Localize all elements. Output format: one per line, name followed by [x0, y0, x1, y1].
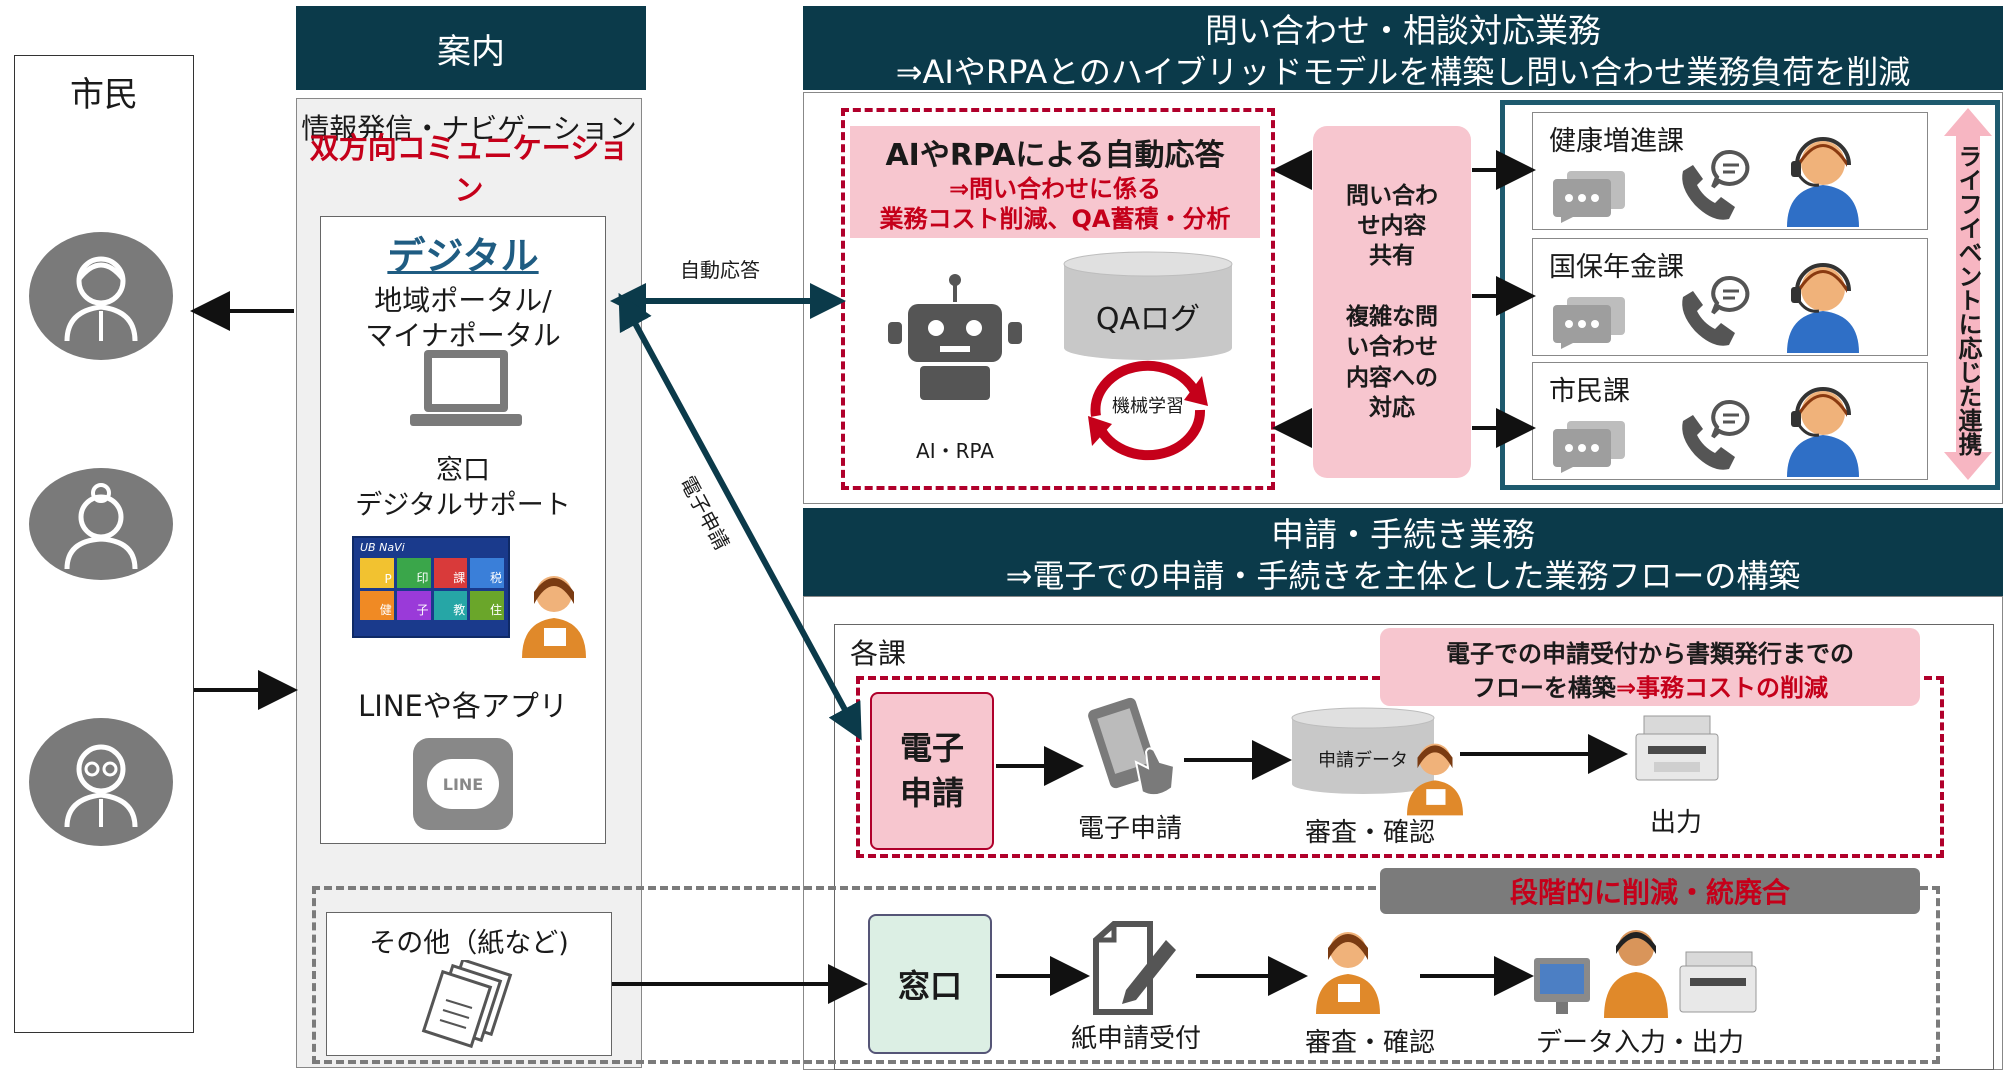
- line-apps-label: LINEや各アプリ: [358, 689, 568, 723]
- qa-log-label: QAログ: [1095, 302, 1201, 337]
- phone-call-icon: [1682, 399, 1750, 470]
- lifeevent-label: ライフイベントに応じた連携: [1954, 144, 1982, 456]
- navi-tile: 課: [433, 558, 468, 588]
- flow-note-line1: 電子での申請受付から書類発行までの: [1446, 639, 1854, 668]
- line-app-icon: LINE: [413, 738, 513, 830]
- paper-write-icon: [1093, 921, 1176, 1015]
- flow-note-line2a: フローを構築: [1471, 673, 1616, 702]
- department-name: 市民課: [1549, 376, 1630, 407]
- computer-staff-icon: [1534, 930, 1757, 1018]
- machine-learning-label: 機械学習: [1112, 396, 1184, 417]
- chat-bubble-icon: [1553, 171, 1625, 223]
- e-apply-label: 電子申請: [1077, 813, 1182, 844]
- auto-response-title: AIやRPAによる自動応答: [885, 138, 1225, 173]
- department-name: 国保年金課: [1549, 252, 1684, 283]
- output-label: 出力: [1649, 807, 1702, 838]
- smartphone-tap-icon: [1088, 697, 1176, 797]
- navi-tile: 税: [470, 558, 504, 588]
- auto-reply-label: 自動応答: [680, 258, 760, 282]
- digital-title: デジタル: [387, 233, 539, 278]
- database-icon: [1063, 251, 1233, 360]
- operator-headset-icon: [1787, 263, 1859, 353]
- stepwise-box: [312, 886, 1940, 1064]
- navi-tile: 健: [360, 590, 394, 620]
- portal-label: 地域ポータル/ マイナポータル: [365, 284, 561, 352]
- robot-icon: [888, 274, 1022, 400]
- citizen-icon-3: [29, 718, 173, 846]
- department-name: 健康増進課: [1549, 126, 1684, 157]
- line-logo-text: LINE: [442, 774, 484, 794]
- application-header-line2: ⇒電子での申請・手続きを主体とした業務フローの構築: [1005, 557, 1801, 595]
- review-label: 審査・確認: [1304, 817, 1435, 848]
- other-paper-label: その他（紙など): [369, 927, 569, 959]
- user-woman-icon: [64, 483, 138, 569]
- arrow-e-application: [618, 292, 862, 741]
- app-data-database-icon: [1291, 707, 1435, 794]
- paper-receipt-label: 紙申請受付: [1070, 1023, 1201, 1054]
- navi-tile: P: [360, 558, 394, 588]
- app-data-label: 申請データ: [1318, 750, 1408, 771]
- e-apply-box: 電子 申請: [870, 692, 994, 850]
- madoguchi-support-label: 窓口 デジタルサポート: [355, 454, 571, 521]
- navi-logo: UB NaVi: [360, 541, 405, 554]
- operator-headset-icon: [1787, 137, 1859, 227]
- flow-note-box: [1380, 628, 1920, 706]
- staff-review-icon: [1407, 743, 1463, 816]
- annai-header: 案内: [296, 6, 646, 90]
- auto-response-subtitle: ⇒問い合わせに係る 業務コスト削減、QA蓄積・分析: [879, 175, 1231, 233]
- info-nav-label: 情報発信・ナビゲーション: [301, 112, 637, 145]
- navi-tile: 住: [470, 590, 504, 620]
- ai-rpa-label: AI・RPA: [916, 438, 994, 463]
- citizen-title: 市民: [70, 74, 138, 115]
- application-header: 申請・手続き業務 ⇒電子での申請・手続きを主体とした業務フローの構築: [803, 508, 2003, 596]
- cycle-arrows-icon: [1088, 360, 1208, 461]
- shared-content-box: 問い合わ せ内容 共有 複雑な問 い合わせ 内容への 対応: [1313, 126, 1471, 478]
- navi-tile: 教: [433, 590, 468, 620]
- printer-icon: [1635, 715, 1719, 781]
- laptop-icon: [410, 350, 522, 426]
- inquiry-header: 問い合わせ・相談対応業務 ⇒AIやRPAとのハイブリッドモデルを構築し問い合わせ…: [803, 6, 2003, 91]
- data-output-label: データ入力・出力: [1535, 1027, 1744, 1058]
- stepwise-label: 段階的に削減・統廃合: [1380, 868, 1920, 914]
- department-row: 市民課: [1532, 362, 1928, 480]
- department-row: 健康増進課: [1532, 112, 1928, 230]
- department-row: 国保年金課: [1532, 238, 1928, 356]
- user-man-icon: [64, 256, 138, 341]
- review2-label: 審査・確認: [1304, 1027, 1435, 1058]
- staff-review2-icon: [1316, 932, 1380, 1014]
- staff-woman-icon: [522, 576, 586, 658]
- inquiry-header-line2: ⇒AIやRPAとのハイブリッドモデルを構築し問い合わせ業務負荷を削減: [895, 53, 1911, 91]
- phone-call-icon: [1682, 149, 1750, 220]
- citizen-icon-1: [29, 232, 173, 360]
- flow-note-line2b: ⇒事務コストの削減: [1615, 673, 1829, 702]
- application-header-line1: 申請・手続き業務: [1271, 515, 1535, 554]
- navi-tile: 子: [396, 590, 431, 620]
- operator-headset-icon: [1787, 387, 1859, 477]
- chat-bubble-icon: [1553, 297, 1625, 349]
- inquiry-header-line1: 問い合わせ・相談対応業務: [1205, 11, 1601, 50]
- lifeevent-arrow: [1944, 108, 1992, 480]
- window-box: 窓口: [868, 914, 992, 1054]
- user-elder-icon: [64, 744, 138, 827]
- phone-call-icon: [1682, 275, 1750, 346]
- navi-tile: 印: [396, 558, 431, 588]
- paper-stack-icon: [421, 960, 513, 1049]
- citizen-icon-2: [29, 468, 173, 580]
- flow-note-line2: フローを構築⇒事務コストの削減: [1380, 668, 1920, 702]
- chat-bubble-icon: [1553, 421, 1625, 473]
- auto-response-title-box: [850, 126, 1260, 238]
